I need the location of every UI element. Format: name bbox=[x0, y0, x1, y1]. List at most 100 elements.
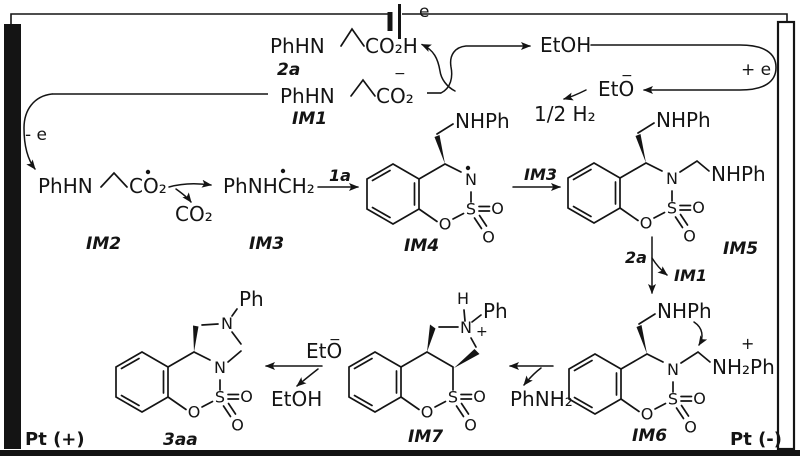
formula-co2h: CO₂H bbox=[365, 34, 418, 58]
formula-nhph: NHPh bbox=[657, 299, 712, 323]
formula-phhn: PhHN bbox=[38, 174, 93, 198]
label-3aa: 3aa bbox=[163, 430, 198, 450]
benzene-ring bbox=[568, 353, 622, 415]
bond bbox=[436, 123, 454, 135]
structure-im1: PhHN CO₂ − IM1 bbox=[52, 66, 441, 129]
radical-dot bbox=[145, 169, 151, 175]
benzene-ring bbox=[348, 351, 402, 413]
sultam-ring bbox=[619, 162, 706, 247]
structure-im3: PhNHCH₂ IM3 bbox=[223, 168, 315, 254]
bond bbox=[400, 396, 447, 411]
formula-phhn: PhHN bbox=[280, 84, 335, 108]
anode-electrode bbox=[4, 24, 21, 449]
wedge-bond bbox=[454, 349, 480, 368]
formula-nh2ph: NH₂Ph bbox=[712, 355, 775, 379]
label-im4: IM4 bbox=[404, 236, 439, 256]
benzene-ring bbox=[567, 162, 621, 224]
label-1a: 1a bbox=[329, 166, 351, 185]
label-im3-arrow: IM3 bbox=[524, 165, 557, 184]
atom-s: S bbox=[448, 388, 458, 407]
minus-e-label: - e bbox=[25, 125, 47, 145]
cathode-label: Pt (-) bbox=[730, 429, 782, 450]
formula-ph: Ph bbox=[239, 287, 264, 311]
arrow-etoh-reduction bbox=[590, 44, 777, 94]
atom-o: O bbox=[421, 403, 434, 422]
bond bbox=[201, 323, 219, 326]
structure-im4: NHPh bbox=[366, 109, 510, 248]
wedge-bond bbox=[427, 324, 436, 352]
label-im3: IM3 bbox=[249, 234, 284, 254]
charge-minus: − bbox=[329, 332, 341, 348]
benzene-ring bbox=[115, 351, 169, 413]
atom-n: N bbox=[460, 318, 472, 337]
arrow-h2-release bbox=[563, 89, 587, 101]
bond bbox=[400, 351, 454, 391]
formula-co2: CO₂ bbox=[376, 84, 414, 108]
bond bbox=[350, 78, 376, 97]
charge-minus: − bbox=[394, 66, 406, 82]
structure-im2: PhHN CO₂ IM2 bbox=[38, 169, 167, 254]
formula-h: H bbox=[457, 289, 469, 308]
formula-half-h2: 1/2 H₂ bbox=[534, 102, 596, 126]
label-im1: IM1 bbox=[292, 109, 327, 129]
battery-short-plate bbox=[387, 12, 393, 31]
radical-dot bbox=[280, 168, 286, 174]
formula-etoh: EtOH bbox=[271, 387, 322, 411]
atom-n: N bbox=[221, 314, 233, 333]
arrow-im2-to-im3 bbox=[168, 179, 212, 188]
bond bbox=[470, 337, 477, 348]
label-im1-byproduct: IM1 bbox=[674, 266, 707, 285]
arrow-co2-loss bbox=[175, 188, 192, 203]
arrow-im1-to-etoh bbox=[440, 42, 531, 94]
label-2a: 2a bbox=[277, 60, 300, 80]
cathode-electrode bbox=[776, 20, 796, 451]
structure-im5: NHPh NHPh bbox=[567, 108, 766, 247]
radical-dot bbox=[465, 165, 471, 171]
formula-phnhch2: PhNHCH₂ bbox=[223, 174, 315, 198]
structure-im7: S O O O N H Ph + bbox=[348, 289, 508, 435]
sultam-ring bbox=[167, 351, 254, 436]
bond bbox=[231, 331, 242, 345]
label-im7: IM7 bbox=[408, 427, 443, 447]
structure-im6: NHPh NH₂Ph + bbox=[568, 299, 775, 438]
bond bbox=[471, 314, 482, 323]
battery-long-plate bbox=[398, 4, 401, 39]
arrow-im1-byproduct bbox=[651, 257, 668, 276]
cell-bottom-wall bbox=[0, 450, 800, 456]
structure-2a: PhHN CO₂H 2a bbox=[270, 27, 418, 80]
arrow-intramolecular-attack bbox=[693, 321, 708, 346]
bond bbox=[227, 350, 242, 363]
bond bbox=[679, 159, 710, 173]
formula-eto: EtO bbox=[306, 339, 342, 363]
bond bbox=[637, 122, 655, 134]
wedge-bond bbox=[434, 135, 445, 164]
sultam-ring bbox=[418, 163, 505, 248]
charge-plus: + bbox=[476, 324, 488, 340]
plus-e-label: + e bbox=[741, 60, 771, 80]
formula-phhn: PhHN bbox=[270, 34, 325, 58]
charge-plus: + bbox=[741, 334, 754, 353]
label-2a-reagent: 2a bbox=[625, 248, 647, 267]
formula-co2: CO₂ bbox=[129, 174, 167, 198]
structure-3aa: N Ph bbox=[115, 287, 264, 436]
formula-etoh: EtOH bbox=[540, 33, 591, 57]
wedge-bond bbox=[193, 325, 199, 352]
formula-nhph: NHPh bbox=[711, 162, 766, 186]
formula-nhph: NHPh bbox=[455, 109, 510, 133]
formula-eto: EtO bbox=[598, 77, 634, 101]
arrow-etoh-loss bbox=[296, 368, 319, 387]
charge-minus: − bbox=[621, 68, 633, 84]
arrow-anode-oxidation bbox=[23, 93, 53, 170]
bond bbox=[463, 309, 466, 322]
circuit-wire bbox=[10, 13, 788, 24]
formula-nhph: NHPh bbox=[656, 108, 711, 132]
formula-ph: Ph bbox=[483, 299, 508, 323]
wedge-bond bbox=[636, 325, 647, 354]
bond bbox=[460, 393, 473, 400]
formula-phnh2: PhNH₂ bbox=[510, 387, 573, 411]
bond bbox=[340, 27, 365, 47]
electron-label: e bbox=[419, 2, 429, 22]
bond bbox=[680, 350, 711, 364]
benzene-ring bbox=[366, 163, 420, 225]
